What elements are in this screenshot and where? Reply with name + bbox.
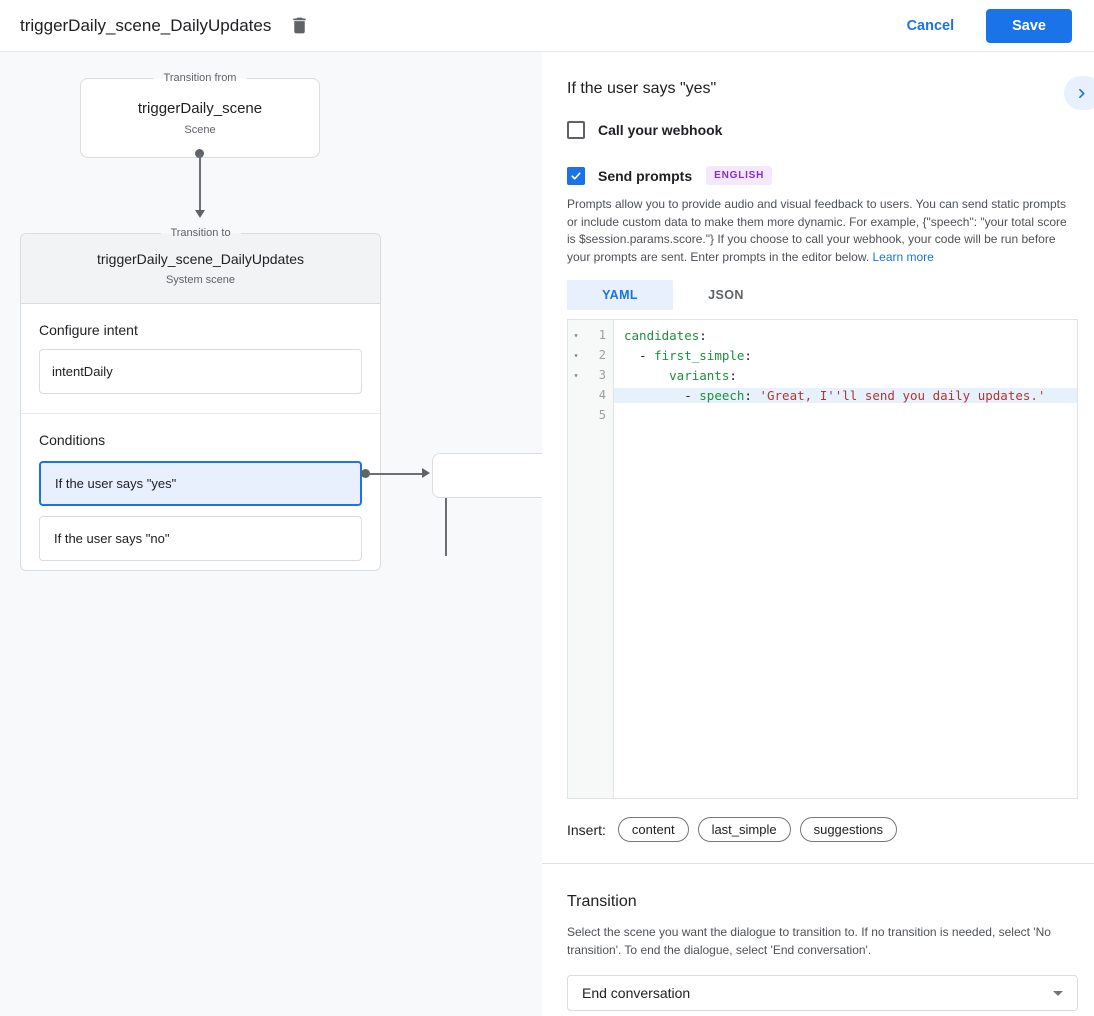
line-number: 1 [598,328,606,342]
trash-icon [289,15,310,36]
line-number: 2 [598,348,606,362]
transition-description: Select the scene you want the dialogue t… [567,925,1051,957]
fold-arrow-icon[interactable]: ▾ [573,370,579,380]
transition-from-legend: Transition from [153,71,247,86]
flow-node-transition-to[interactable]: Transition to triggerDaily_scene_DailyUp… [20,226,381,571]
prompts-description-text: Prompts allow you to provide audio and v… [567,197,1067,264]
connector-line-vertical [199,154,201,210]
from-node-subtitle: Scene [184,124,216,136]
transition-select-value: End conversation [582,985,691,1001]
checkmark-icon [570,170,582,182]
transition-select[interactable]: End conversation [567,975,1078,1011]
fold-arrow-icon[interactable]: ▾ [573,330,579,340]
code-line[interactable]: ▾ 1 candidates: [568,325,1077,345]
panel-title: If the user says "yes" [567,80,717,97]
chevron-right-icon [1075,87,1088,100]
flow-node-transition-from[interactable]: Transition from triggerDaily_scene Scene [80,71,320,158]
collapse-panel-button[interactable] [1064,76,1094,110]
send-prompts-label: Send prompts [598,167,693,184]
call-webhook-label: Call your webhook [598,122,723,138]
panel-divider [542,863,1094,864]
from-node-title: triggerDaily_scene [137,100,263,117]
tab-yaml[interactable]: YAML [567,280,673,310]
code-text: variants: [669,367,737,383]
editor-gutter [568,320,614,798]
page-title: triggerDaily_scene_DailyUpdates [20,15,272,35]
configure-intent-label: Configure intent [39,322,138,338]
code-line[interactable]: 4 - speech: 'Great, I''ll send you daily… [568,385,1077,405]
delete-scene-button[interactable] [285,11,314,40]
intent-field[interactable]: intentDaily [39,349,362,394]
insert-chip-suggestions[interactable]: suggestions [799,817,897,842]
conditions-list: If the user says "yes" If the user says "… [39,461,362,561]
condition-item[interactable]: If the user says "yes" [39,461,362,506]
code-line[interactable]: ▾ 2 - first_simple: [568,345,1077,365]
yaml-code-editor[interactable]: ▾ 1 candidates: ▾ 2 - first_simple: ▾ 3 varian… [567,319,1078,799]
flow-node-condition-target[interactable] [432,453,542,498]
insert-label: Insert: [567,821,606,838]
insert-chip-last_simple[interactable]: last_simple [697,817,791,842]
line-number: 3 [598,368,606,382]
connector-dot [361,469,370,478]
code-text: candidates: [624,327,707,343]
node-section-divider [21,413,380,414]
code-text: - speech: 'Great, I''ll send you daily u… [614,387,1077,403]
send-prompts-checkbox[interactable] [567,166,585,185]
insert-chips: content last_simple suggestions [617,817,897,842]
transition-to-legend: Transition to [160,226,241,241]
connector-arrowhead-right [422,468,430,478]
prompts-description: Prompts allow you to provide audio and v… [567,196,1078,266]
editor-format-tabs: YAML JSON [567,280,1078,310]
to-node-header: triggerDaily_scene_DailyUpdates System s… [21,234,380,304]
call-webhook-checkbox[interactable] [567,121,585,139]
connector-line-vertical [445,498,447,556]
insert-chip-content[interactable]: content [617,817,689,842]
connector-arrowhead-down [195,210,205,218]
tab-json[interactable]: JSON [708,288,744,302]
line-number: 4 [598,388,606,402]
condition-item[interactable]: If the user says "no" [39,516,362,561]
flow-canvas: Transition from triggerDaily_scene Scene… [0,52,542,1016]
fold-arrow-icon[interactable]: ▾ [573,350,579,360]
conditions-label: Conditions [39,432,106,448]
line-number: 5 [598,408,606,422]
save-button[interactable]: Save [986,8,1072,43]
connector-line-horizontal [368,473,422,475]
code-line[interactable]: ▾ 3 variants: [568,365,1077,385]
dropdown-caret-icon [1053,990,1063,996]
connector-dot [195,149,204,158]
to-node-title: triggerDaily_scene_DailyUpdates [97,251,304,267]
code-line[interactable]: 5 [568,405,1077,425]
transition-title: Transition [567,893,637,910]
condition-detail-panel: If the user says "yes" Call your webhook… [542,52,1094,1016]
code-text: - first_simple: [624,347,752,363]
top-bar: triggerDaily_scene_DailyUpdates Cancel S… [0,0,1094,52]
cancel-button[interactable]: Cancel [901,17,961,35]
language-badge: ENGLISH [706,166,773,185]
to-node-subtitle: System scene [165,274,236,286]
learn-more-link[interactable]: Learn more [872,249,934,264]
